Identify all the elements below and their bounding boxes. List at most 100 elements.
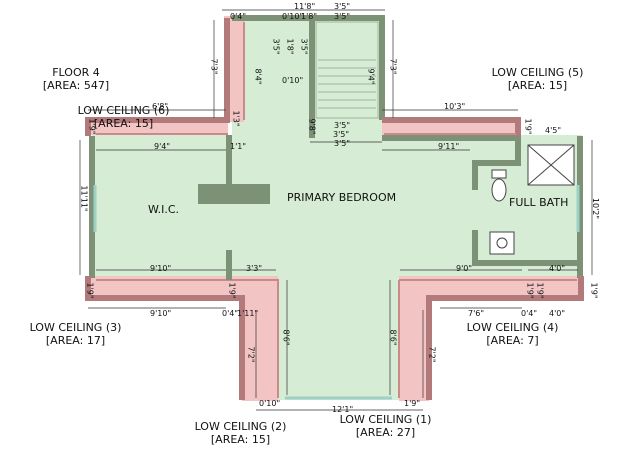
bath-wall-bottom [472,260,580,266]
dim-label: 6'8" [152,102,169,111]
dim-label: 11'8" [294,2,316,11]
dim-label: 9'10" [150,309,172,318]
low-ceiling-name: LOW CEILING (6) [77,104,170,117]
dim-label: 0'4" [521,309,538,318]
stair-box [315,21,379,119]
dim-label: 1'9" [87,118,97,135]
toilet-bowl-icon [491,178,507,202]
sink-drain-icon [496,237,508,249]
dim-label: 1'9" [525,282,535,299]
dim-label: 1'9" [85,282,95,299]
wic-divider-wall [198,184,270,204]
lc4-zone [399,276,581,298]
bath-wall-top [472,160,518,166]
dim-label: 1'11" [237,309,259,318]
dim-label: 1'1" [230,142,247,151]
room-label-wic: W.I.C. [148,203,180,216]
dim-label: 3'5" [299,38,309,55]
low-ceiling-6-label: LOW CEILING (6) [AREA: 15] [76,104,171,130]
dim-label: 8'6" [281,329,291,346]
dim-label: 11'11" [79,185,89,212]
dim-label: 9'4" [154,142,171,151]
low-ceiling-name: LOW CEILING (4) [466,321,559,334]
wic-post [226,135,232,185]
outer-walls [89,15,583,278]
low-ceiling-2-label: LOW CEILING (2) [AREA: 15] [193,420,288,446]
bath-wall-upper [515,136,521,166]
dim-label: 3'5" [271,38,281,55]
dim-label: 7'3" [209,58,219,75]
dim-label: 3'5" [334,12,351,21]
bath-wall-left [472,160,478,190]
staircase [315,21,379,119]
bath-fixtures [489,144,575,255]
dim-label: 0'10" [282,76,304,85]
knee-walls [96,22,577,398]
wic-post-lower [226,250,232,280]
low-ceiling-name: LOW CEILING (2) [194,420,287,433]
dim-label: 1'9" [404,399,421,408]
dim-label: 4'0" [549,264,566,273]
dim-label: 3'5" [334,139,351,148]
low-ceiling-1-label: LOW CEILING (1) [AREA: 27] [338,413,433,439]
dim-label: 9'0" [456,264,473,273]
dim-label: 1'3" [231,110,241,127]
low-ceiling-area: [AREA: 27] [355,426,416,439]
lc3-zone [88,276,278,298]
low-ceiling-area: [AREA: 15] [93,117,154,130]
dim-label: 7'2" [246,346,256,363]
dim-label: 1'8" [301,12,318,21]
low-ceiling-area: [AREA: 15] [507,79,568,92]
lc-wall-top-right [382,117,521,136]
dim-label: 9'8" [307,118,317,135]
toilet-tank-icon [491,169,507,179]
low-ceiling-name: LOW CEILING (1) [339,413,432,426]
windows [93,185,580,400]
dim-label: 10'2" [591,197,601,220]
room-label-primary-bedroom: PRIMARY BEDROOM [287,191,397,204]
lc-wall-top-left [85,18,230,136]
low-ceiling-area: [AREA: 17] [45,334,106,347]
low-ceiling-area: [AREA: 15] [210,433,271,446]
dim-label: 12'1" [332,405,354,414]
low-ceiling-3-label: LOW CEILING (3) [AREA: 17] [28,321,123,347]
knee-wall-lower-right [398,279,577,398]
dim-label: 8'6" [388,329,398,346]
dim-label: 7'2" [427,346,437,363]
lc-wall-bottom-right [426,276,584,400]
shower-diag-icon [527,144,575,186]
wall-top-stair [232,15,385,120]
dim-label: 1'9" [227,282,237,299]
dim-label: 10'3" [444,102,466,111]
bath-wall-left-lower [472,230,478,265]
dim-label: 1'9" [535,282,545,299]
knee-wall-lower-left [96,279,279,398]
dim-label: 4'0" [549,309,566,318]
interior-walls [198,135,580,280]
lc2-zone [242,276,278,401]
floor-main-body [92,135,582,280]
dim-label: 0'10" [259,399,281,408]
dim-label: 3'5" [334,2,351,11]
dim-label: 1'9" [523,118,533,135]
dim-label: 4'5" [545,126,562,135]
low-ceiling-5-label: LOW CEILING (5) [AREA: 15] [490,66,585,92]
lc-wall-bottom-left [85,276,245,400]
floor-area [92,20,582,400]
dimension-lines [79,9,593,411]
dim-label: 9'10" [150,264,172,273]
dim-label: 0'10" [282,12,304,21]
low-ceiling-name: LOW CEILING (5) [491,66,584,79]
dim-label: 0'4" [222,309,239,318]
dim-label: 3'3" [246,264,263,273]
dim-label: 8'4" [253,68,263,85]
floor-area: [AREA: 547] [42,79,110,92]
dim-label: 7'3" [388,58,398,75]
dim-label: 9'11" [438,142,460,151]
floor-label: FLOOR 4 [AREA: 547] [40,66,112,92]
dim-label: 1'9" [589,282,599,299]
dim-label: 3'5" [334,121,351,130]
floor-name: FLOOR 4 [52,66,100,79]
dim-label: 3'5" [333,130,350,139]
